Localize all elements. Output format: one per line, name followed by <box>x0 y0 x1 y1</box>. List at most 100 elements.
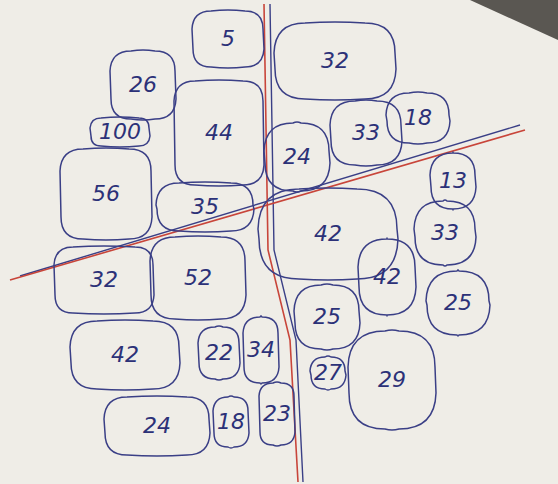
blob-label-holder: 22 <box>198 326 240 380</box>
blob-path <box>243 316 279 384</box>
blob-path <box>110 50 176 120</box>
blob-path <box>414 200 476 266</box>
number-blob: 35 <box>156 182 254 232</box>
blob-label-holder: 24 <box>104 396 210 456</box>
blob-path <box>156 182 254 232</box>
number-label: 29 <box>378 369 406 391</box>
blob-label-holder: 25 <box>294 284 360 350</box>
number-label: 32 <box>321 50 349 72</box>
blob-label-holder: 23 <box>259 382 295 446</box>
number-label: 32 <box>90 269 118 291</box>
blob-label-holder: 32 <box>54 246 154 314</box>
number-blob: 42 <box>70 320 180 390</box>
blob-label-holder: 44 <box>174 80 264 186</box>
number-label: 18 <box>217 411 245 433</box>
number-label: 33 <box>352 122 380 144</box>
blob-path <box>259 382 295 446</box>
blob-label-holder: 29 <box>348 330 436 430</box>
blob-label-holder: 27 <box>310 356 346 390</box>
number-label: 24 <box>143 415 171 437</box>
number-blob: 100 <box>90 117 150 147</box>
number-label: 100 <box>99 121 141 143</box>
blob-path <box>330 100 402 166</box>
blob-label-holder: 56 <box>60 148 152 240</box>
blob-path <box>150 236 246 320</box>
blob-path <box>198 326 240 380</box>
blob-path <box>274 22 396 100</box>
number-label: 26 <box>129 74 157 96</box>
number-blob: 5 <box>192 10 264 68</box>
number-blob: 33 <box>330 100 402 166</box>
number-blob: 29 <box>348 330 436 430</box>
number-label: 18 <box>404 107 432 129</box>
blob-path <box>104 396 210 456</box>
number-blob: 42 <box>358 238 416 316</box>
blob-label-holder: 100 <box>90 117 150 147</box>
blob-label-holder: 24 <box>264 122 330 192</box>
number-label: 22 <box>205 342 233 364</box>
number-blob: 23 <box>259 382 295 446</box>
number-blob: 25 <box>426 270 490 336</box>
blob-path <box>358 238 416 316</box>
blob-path <box>386 92 450 144</box>
number-blob: 18 <box>386 92 450 144</box>
number-blob: 27 <box>310 356 346 390</box>
blob-path <box>60 148 152 240</box>
pen-line <box>20 125 520 276</box>
number-blob: 18 <box>213 396 249 448</box>
blob-path <box>348 330 436 430</box>
number-label: 25 <box>313 306 341 328</box>
number-blob: 24 <box>104 396 210 456</box>
number-label: 42 <box>111 344 139 366</box>
blob-label-holder: 18 <box>386 92 450 144</box>
blob-path <box>90 117 150 147</box>
blob-label-holder: 33 <box>414 200 476 266</box>
number-label: 42 <box>373 266 401 288</box>
blob-label-holder: 5 <box>192 10 264 68</box>
number-label: 24 <box>283 146 311 168</box>
number-label: 42 <box>314 223 342 245</box>
number-label: 13 <box>439 170 467 192</box>
blob-label-holder: 42 <box>70 320 180 390</box>
number-blob: 24 <box>264 122 330 192</box>
number-label: 44 <box>205 122 233 144</box>
blob-label-holder: 33 <box>330 100 402 166</box>
blob-label-holder: 34 <box>243 316 279 384</box>
number-label: 56 <box>92 183 120 205</box>
number-label: 34 <box>247 339 275 361</box>
number-blob: 52 <box>150 236 246 320</box>
blob-label-holder: 18 <box>213 396 249 448</box>
number-label: 52 <box>184 267 212 289</box>
number-label: 25 <box>444 292 472 314</box>
number-label: 33 <box>431 222 459 244</box>
blob-label-holder: 26 <box>110 50 176 120</box>
number-blob: 26 <box>110 50 176 120</box>
blob-label-holder: 52 <box>150 236 246 320</box>
blob-path <box>213 396 249 448</box>
blob-path <box>70 320 180 390</box>
red-line <box>10 130 525 280</box>
number-blob: 34 <box>243 316 279 384</box>
blob-path <box>310 356 346 390</box>
number-label: 27 <box>314 362 342 384</box>
number-label: 5 <box>221 28 235 50</box>
number-blob: 32 <box>274 22 396 100</box>
blob-path <box>264 122 330 192</box>
blob-path <box>174 80 264 186</box>
blob-label-holder: 35 <box>156 182 254 232</box>
number-blob: 22 <box>198 326 240 380</box>
blob-path <box>192 10 264 68</box>
number-label: 35 <box>191 196 219 218</box>
number-blob: 25 <box>294 284 360 350</box>
number-blob: 32 <box>54 246 154 314</box>
number-blob: 33 <box>414 200 476 266</box>
blob-label-holder: 32 <box>274 22 396 100</box>
table-corner <box>470 0 558 40</box>
red-line <box>264 4 298 482</box>
blob-path <box>426 270 490 336</box>
number-blob: 44 <box>174 80 264 186</box>
blob-label-holder: 25 <box>426 270 490 336</box>
number-label: 23 <box>263 403 291 425</box>
blob-path <box>54 246 154 314</box>
number-blob: 56 <box>60 148 152 240</box>
